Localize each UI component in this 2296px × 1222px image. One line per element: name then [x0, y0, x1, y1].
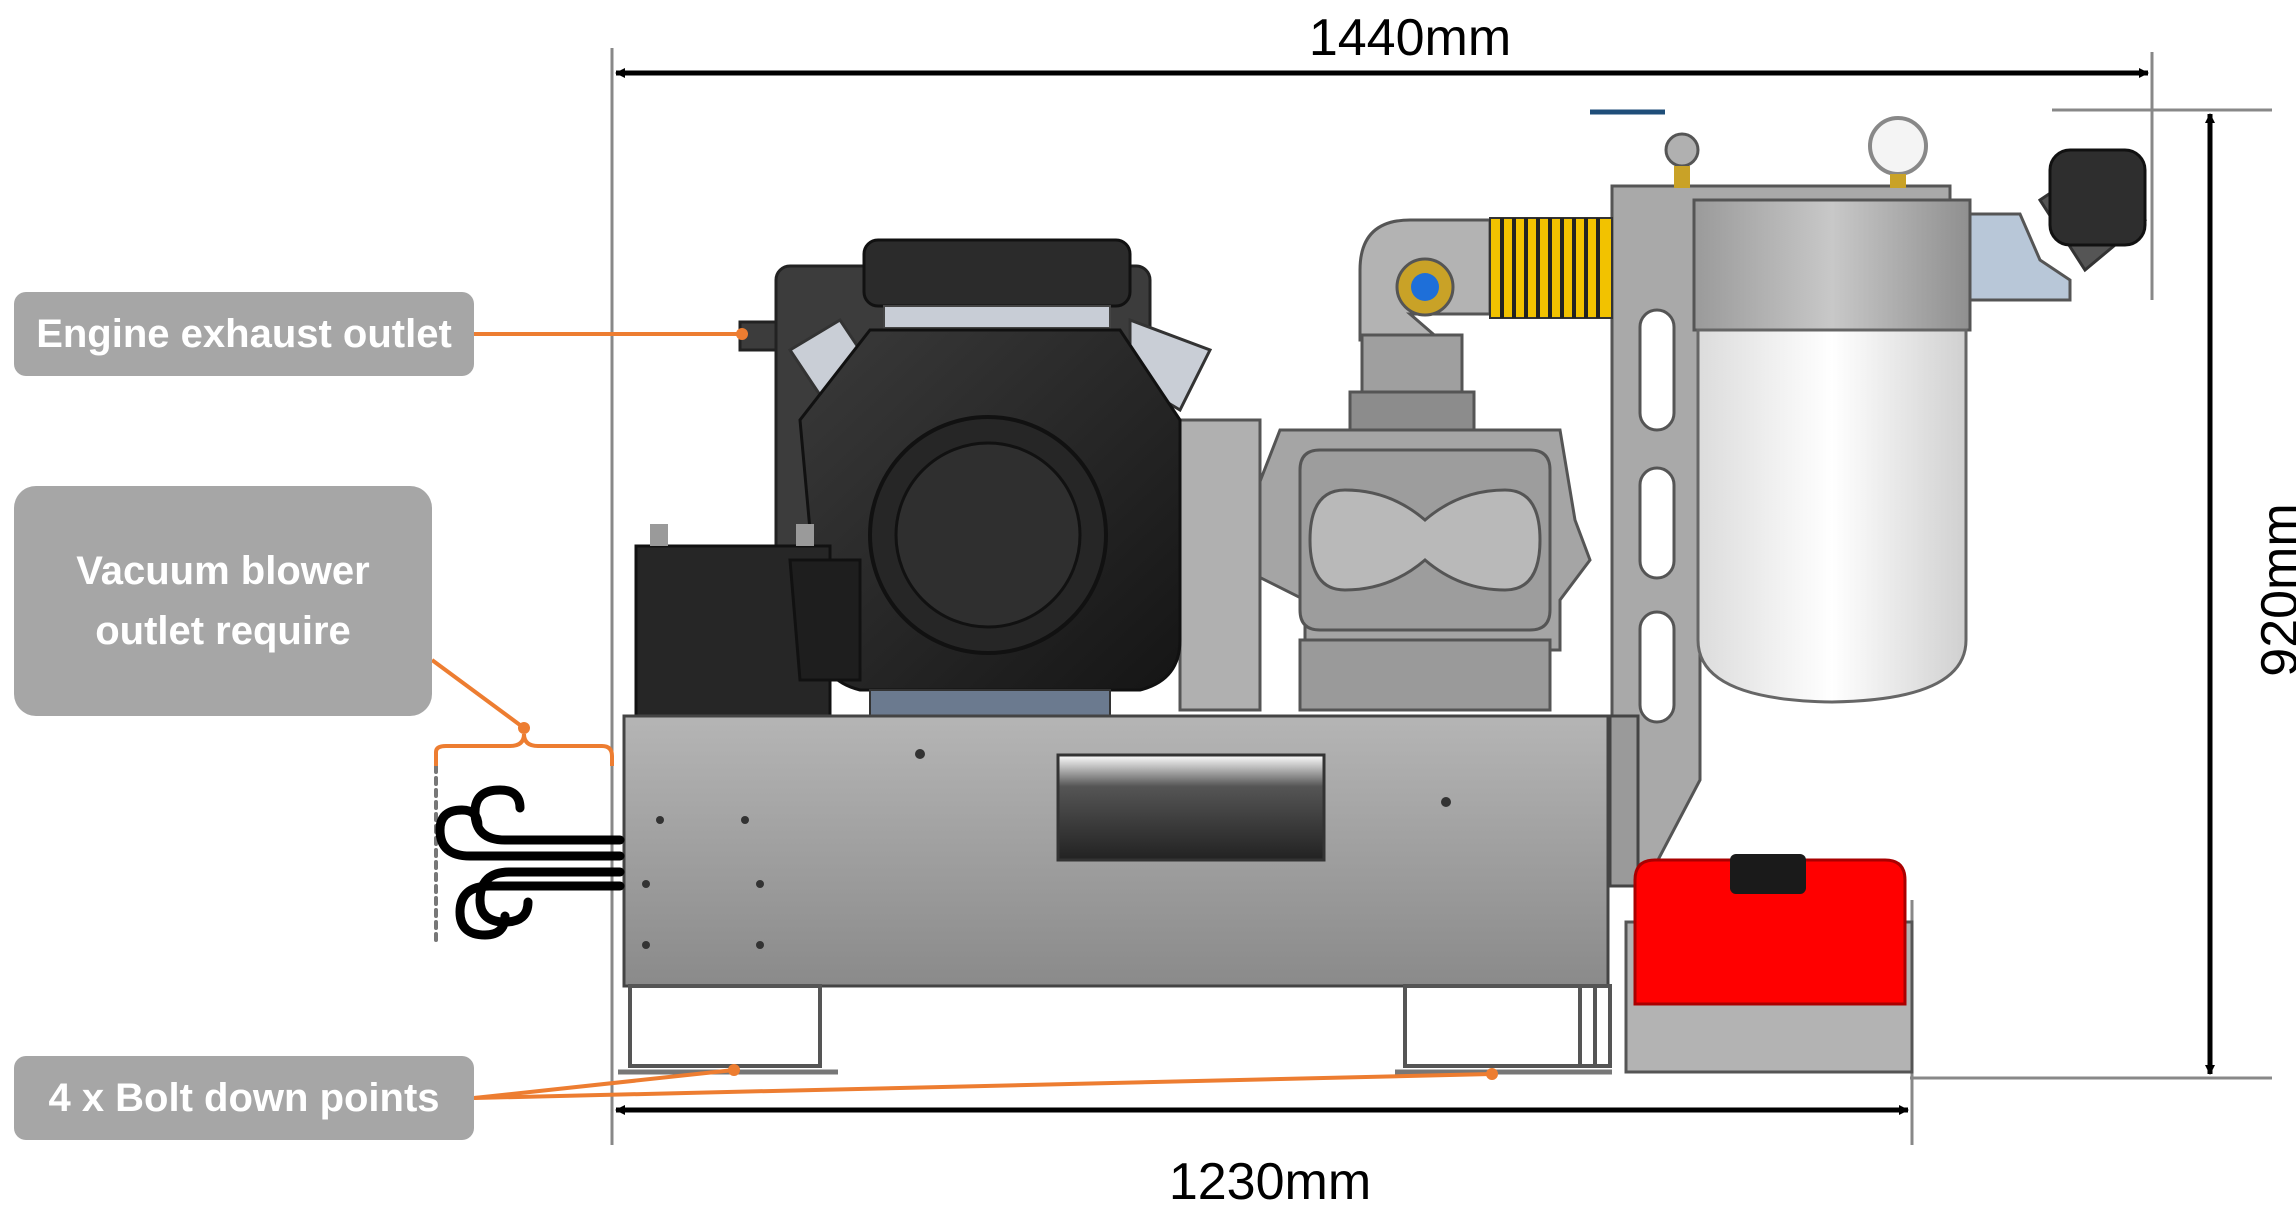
vacuum-blower: [1178, 418, 1592, 712]
filter-canister: [1590, 109, 2148, 704]
engine-exhaust-callout: Engine exhaust outlet: [14, 292, 474, 376]
vacuum-blower-callout: Vacuum blower outlet require: [14, 486, 432, 716]
fuel-tank: [1624, 854, 1914, 1074]
bolt-down-callout: 4 x Bolt down points: [14, 1056, 474, 1140]
overall-width-dimension: 1440mm: [1308, 9, 1512, 67]
height-dimension: 920mm: [2251, 503, 2296, 677]
blower-piping: [1348, 217, 1613, 434]
wind-icon: [434, 764, 625, 942]
base-width-dimension: 1230mm: [1168, 1153, 1372, 1211]
dimension-lines: [610, 48, 2272, 1145]
engine: [634, 238, 1213, 718]
callout-lines: [430, 328, 1498, 1100]
base-frame: [618, 714, 1640, 1075]
